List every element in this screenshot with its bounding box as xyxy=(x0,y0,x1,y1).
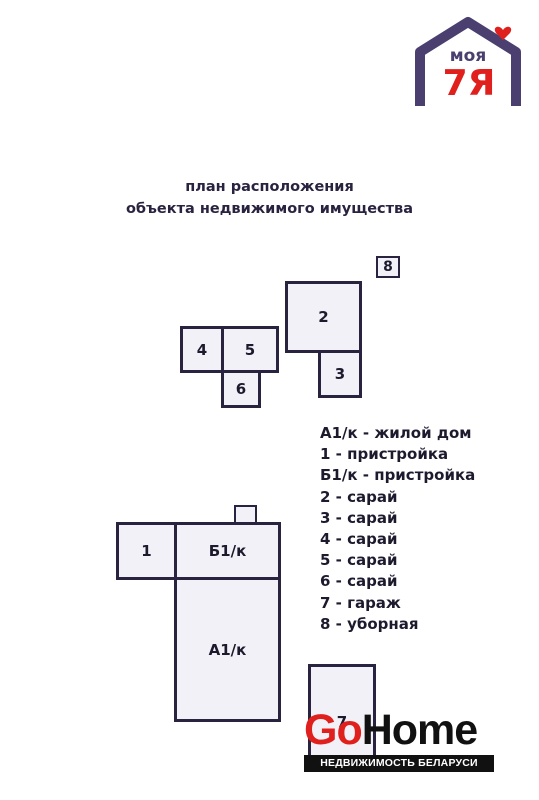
building-7: 7 xyxy=(308,664,376,764)
house-logo-icon xyxy=(415,17,521,106)
gohome-watermark: GoHome НЕДВИЖИМОСТЬ БЕЛАРУСИ xyxy=(304,706,496,772)
legend-item: 8 - уборная xyxy=(320,614,419,633)
building-4: 4 xyxy=(180,326,224,373)
building-1: 1 xyxy=(116,522,177,580)
building-b1k: Б1/к xyxy=(174,522,281,580)
legend-item: 4 - сарай xyxy=(320,529,398,548)
plan-title-line2: объекта недвижимого имущества xyxy=(125,201,414,217)
building-2: 2 xyxy=(285,281,362,353)
gohome-home-text: Home xyxy=(361,706,478,754)
gohome-tagline: НЕДВИЖИМОСТЬ БЕЛАРУСИ xyxy=(304,755,494,772)
legend-item: 6 - сарай xyxy=(320,572,398,591)
legend: А1/к - жилой дом 1 - пристройка Б1/к - п… xyxy=(320,423,475,635)
building-6: 6 xyxy=(221,370,261,408)
legend-item: 1 - пристройка xyxy=(320,445,449,464)
legend-item: 3 - сарай xyxy=(320,508,398,527)
legend-item: Б1/к - пристройка xyxy=(320,466,476,485)
legend-item: 5 - сарай xyxy=(320,551,398,570)
legend-item: 7 - гараж xyxy=(320,593,401,612)
gohome-go-text: Go xyxy=(304,706,363,754)
legend-item: 2 - сарай xyxy=(320,487,398,506)
heart-icon xyxy=(494,26,512,40)
building-5: 5 xyxy=(221,326,279,373)
building-8: 8 xyxy=(376,256,400,278)
building-a1k: А1/к xyxy=(174,577,281,722)
gohome-wordmark: GoHome xyxy=(304,706,478,754)
building-3: 3 xyxy=(318,350,362,398)
moya-7ya-logo: моя 7Я xyxy=(412,16,524,112)
logo-top-text: моя xyxy=(449,46,487,66)
legend-item: А1/к - жилой дом xyxy=(320,424,472,442)
plan-title-line1: план расположения xyxy=(185,179,354,195)
logo-bottom-text: 7Я xyxy=(442,63,496,104)
